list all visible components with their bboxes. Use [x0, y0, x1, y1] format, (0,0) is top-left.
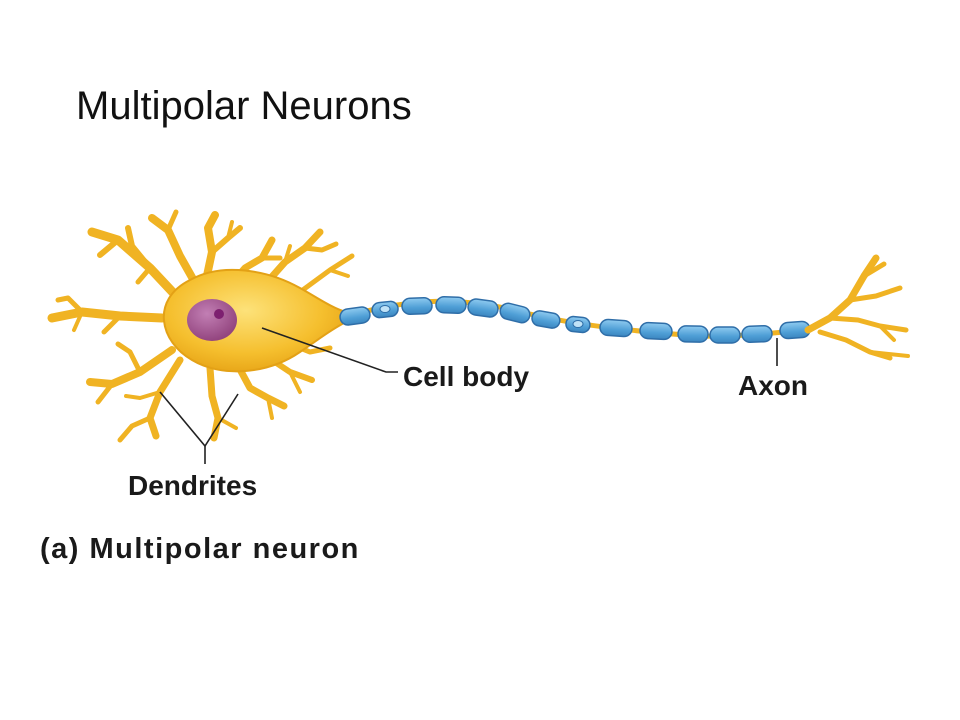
cell-body-shape [163, 268, 347, 373]
axon-terminals [804, 254, 910, 361]
schwann-nucleus [572, 320, 584, 328]
myelin-sheath [339, 296, 811, 344]
nucleus [187, 299, 237, 341]
label-cell-body: Cell body [403, 361, 529, 392]
label-dendrites: Dendrites [128, 470, 257, 501]
dendrites [47, 209, 355, 443]
figure-caption: (a) Multipolar neuron [40, 533, 360, 565]
label-axon: Axon [738, 370, 808, 401]
slide-title: Multipolar Neurons [76, 84, 412, 128]
nucleolus [214, 309, 224, 319]
schwann-nucleus [379, 305, 391, 313]
leader-lines [159, 327, 778, 464]
